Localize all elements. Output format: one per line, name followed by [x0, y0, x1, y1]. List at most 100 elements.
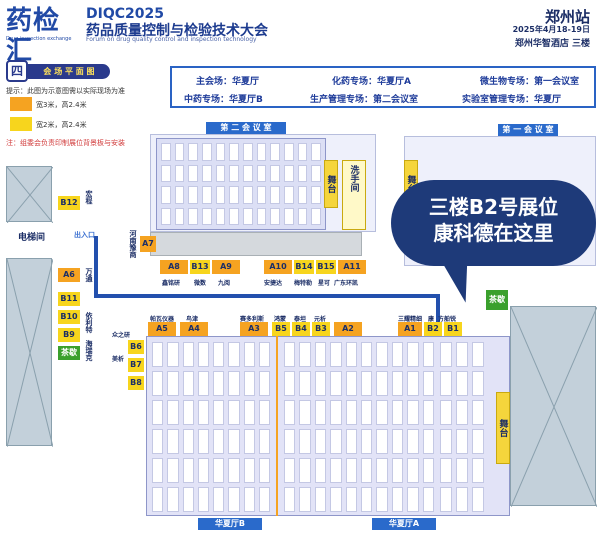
- booth-A10[interactable]: A10: [264, 260, 292, 274]
- conference-english-title: Forum on drug quality control and inspec…: [86, 36, 257, 43]
- seat-block-cell: [243, 371, 255, 396]
- seat-block-cell: [202, 207, 212, 225]
- seat-block-cell: [152, 458, 164, 483]
- seat-block-cell: [284, 458, 296, 483]
- seat-block-cell: [456, 487, 468, 512]
- legend-small-text: 宽2米，高2.4米: [36, 121, 87, 129]
- booth-B9[interactable]: B9: [58, 328, 80, 342]
- seat-block-cell: [391, 458, 404, 483]
- booth-A4[interactable]: A4: [180, 322, 208, 336]
- seat-block-cell: [152, 371, 164, 396]
- seat-block-cell: [440, 487, 452, 512]
- seat-block-cell: [376, 458, 388, 483]
- booth-B3[interactable]: B3: [312, 322, 330, 336]
- hallB-label: 华夏厅B: [198, 518, 262, 530]
- seat-block-cell: [197, 487, 209, 512]
- booth-B4[interactable]: B4: [292, 322, 310, 336]
- booth-A1[interactable]: A1: [398, 322, 422, 336]
- event-date: 2025年4月18-19日: [512, 25, 590, 34]
- booth-B11[interactable]: B11: [58, 292, 80, 306]
- seat-block-cell: [197, 429, 209, 454]
- seat-block-cell: [270, 143, 280, 161]
- seat-block-cell: [284, 186, 294, 204]
- seat-block-cell: [182, 342, 194, 367]
- booth-A9[interactable]: A9: [212, 260, 240, 274]
- booth-A11[interactable]: A11: [338, 260, 366, 274]
- seat-block-cell: [243, 400, 255, 425]
- exhibitor-label: 泰坦: [294, 316, 307, 323]
- booth-B12[interactable]: B12: [58, 196, 80, 210]
- booth-A8[interactable]: A8: [160, 260, 188, 274]
- seat-block-cell: [422, 342, 434, 367]
- booth-B10[interactable]: B10: [58, 310, 80, 324]
- legend-note: 注：组委会负责印制展位背景板与安装: [6, 139, 125, 147]
- meeting-room-2-seating: [156, 138, 326, 230]
- exhibitor-label: 依利特: [85, 312, 93, 333]
- seat-block-cell: [422, 400, 434, 425]
- exhibitor-label: 微数: [194, 280, 207, 287]
- seat-block-cell: [270, 186, 280, 204]
- seat-block-cell: [345, 371, 357, 396]
- exhibitor-label: 海瑞克: [85, 340, 93, 361]
- session-tcm: 中药专场：华夏厅B: [184, 95, 263, 105]
- seat-block-cell: [330, 429, 342, 454]
- seat-block-cell: [422, 429, 434, 454]
- booth-A2[interactable]: A2: [334, 322, 362, 336]
- seat-block-cell: [456, 429, 468, 454]
- booth-B1[interactable]: B1: [444, 322, 462, 336]
- seat-block-cell: [284, 164, 294, 182]
- seat-block-cell: [228, 400, 240, 425]
- seat-block-cell: [258, 400, 270, 425]
- booth-B13[interactable]: B13: [190, 260, 210, 274]
- booth-A6[interactable]: A6: [58, 268, 80, 282]
- booth-B8[interactable]: B8: [128, 376, 144, 390]
- seat-block-cell: [345, 429, 357, 454]
- seat-block-cell: [472, 400, 484, 425]
- legend-tip: 提示：此图为示意图需以实际现场为准: [6, 87, 125, 95]
- seat-block-cell: [229, 207, 239, 225]
- seat-block-cell: [213, 342, 225, 367]
- seat-block-cell: [182, 487, 194, 512]
- booth-A5[interactable]: A5: [148, 322, 176, 336]
- booth-B15[interactable]: B15: [316, 260, 336, 274]
- exhibitor-label: 赛多利斯: [240, 316, 265, 323]
- seat-block-cell: [376, 371, 388, 396]
- booth-A3[interactable]: A3: [240, 322, 268, 336]
- seat-block-cell: [299, 371, 311, 396]
- booth-B14[interactable]: B14: [294, 260, 314, 274]
- seat-block-cell: [440, 371, 452, 396]
- exhibitor-label: 元析: [314, 316, 327, 323]
- seat-block-cell: [167, 342, 179, 367]
- exhibitor-label: 九阅: [218, 280, 231, 287]
- elevator-box: [6, 258, 54, 448]
- exhibitor-label: 河南豫商: [129, 230, 137, 258]
- seat-block: [440, 342, 484, 512]
- seat-block-cell: [391, 487, 404, 512]
- seat-block-cell: [258, 458, 270, 483]
- seat-block-cell: [422, 371, 434, 396]
- booth-B5[interactable]: B5: [272, 322, 290, 336]
- booth-A7[interactable]: A7: [140, 236, 156, 252]
- booth-B6[interactable]: B6: [128, 340, 144, 354]
- seat-block-cell: [284, 429, 296, 454]
- seat-block-cell: [297, 186, 308, 204]
- seat-block-cell: [174, 143, 185, 161]
- seat-grid: [152, 342, 270, 512]
- plan-header: 四 会 场 平 面 图: [6, 60, 116, 82]
- seat-block-cell: [152, 400, 164, 425]
- booth-B7[interactable]: B7: [128, 358, 144, 372]
- seat-block-cell: [202, 143, 212, 161]
- seat-block-cell: [391, 371, 404, 396]
- booth-B2[interactable]: B2: [424, 322, 442, 336]
- seat-block-cell: [197, 342, 209, 367]
- booth-callout: 三楼B2号展位 康科德在这里: [391, 180, 596, 266]
- seat-block-cell: [472, 458, 484, 483]
- corridor: [150, 232, 362, 256]
- room2-label: 第 二 会 议 室: [206, 122, 286, 134]
- seat-block-cell: [284, 371, 296, 396]
- session-micro: 微生物专场：第一会议室: [480, 77, 580, 87]
- logo: 药检汇: [6, 6, 61, 66]
- seat-block-cell: [422, 487, 434, 512]
- seat-block-cell: [330, 487, 342, 512]
- seat-block-cell: [330, 400, 342, 425]
